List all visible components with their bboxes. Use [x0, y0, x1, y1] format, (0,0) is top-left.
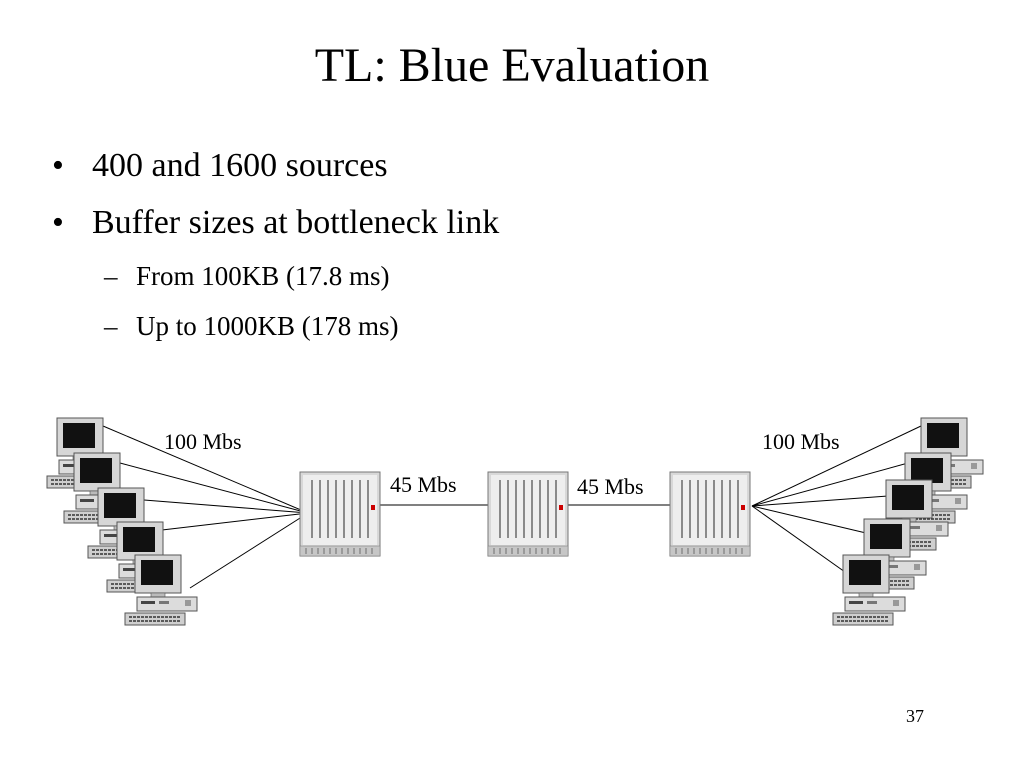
bottleneck-left-bandwidth-label: 45 Mbs	[390, 472, 457, 497]
bullet-marker: •	[52, 204, 64, 241]
bullet-list: • 400 and 1600 sources • Buffer sizes at…	[52, 146, 499, 360]
bullet-text: Buffer sizes at bottleneck link	[92, 204, 500, 241]
right-access-bandwidth-label: 100 Mbs	[762, 429, 840, 454]
bullet-item: • 400 and 1600 sources	[52, 146, 499, 186]
dash-marker: –	[104, 261, 118, 291]
page-number: 37	[906, 706, 924, 726]
slide-title: TL: Blue Evaluation	[314, 39, 710, 92]
dash-marker: –	[104, 311, 118, 341]
left-host-computer-icon	[124, 554, 198, 626]
router-icon	[299, 471, 381, 557]
right-access-links	[751, 425, 922, 573]
bullet-item: • Buffer sizes at bottleneck link	[52, 203, 499, 243]
network-diagram: 100 Mbs 100 Mbs 45 Mbs 45 Mbs	[46, 417, 984, 626]
left-access-bandwidth-label: 100 Mbs	[164, 429, 242, 454]
sub-bullet-text: Up to 1000KB (178 ms)	[136, 311, 399, 341]
left-access-links	[102, 425, 309, 589]
bullet-marker: •	[52, 147, 64, 184]
bullet-text: 400 and 1600 sources	[92, 147, 388, 184]
router-icon	[669, 471, 751, 557]
sub-bullet-item: – From 100KB (17.8 ms)	[104, 260, 499, 292]
sub-bullet-item: – Up to 1000KB (178 ms)	[104, 310, 499, 342]
router-icon	[487, 471, 569, 557]
bottleneck-right-bandwidth-label: 45 Mbs	[577, 474, 644, 499]
sub-bullet-text: From 100KB (17.8 ms)	[136, 261, 390, 291]
